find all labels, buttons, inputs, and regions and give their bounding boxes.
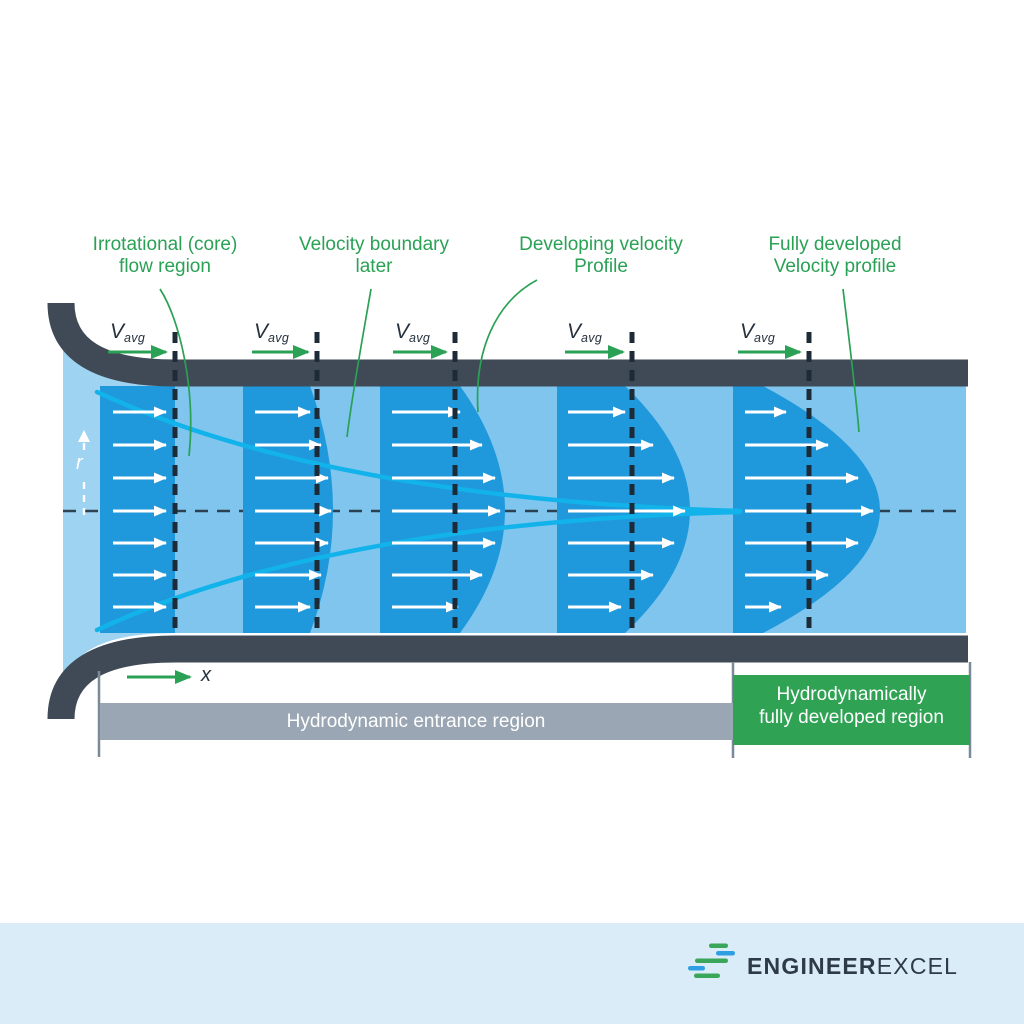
engineerexcel-wordmark: ENGINEEREXCEL xyxy=(747,953,958,980)
callout-irrotational-core-flow-region: Irrotational (core) flow region xyxy=(93,234,238,278)
velocity-arrows xyxy=(113,406,874,613)
vavg-label-3: Vavg xyxy=(395,320,430,345)
footer-band xyxy=(0,923,1024,1024)
callout-line: Fully developed xyxy=(768,234,902,255)
callout-fully-developed-velocity-profile: Fully developed Velocity profile xyxy=(768,234,901,278)
entrance-region-bar xyxy=(100,703,733,740)
developed-region-bar xyxy=(733,675,970,745)
leader-developing-profile xyxy=(476,279,538,413)
vavg-subscript: avg xyxy=(581,331,603,345)
pipe-wall-bottom xyxy=(47,635,968,720)
pipe-wall-top xyxy=(47,302,968,387)
leader-developed-profile xyxy=(842,288,860,433)
callout-line: Profile xyxy=(574,256,628,277)
vavg-label-2: Vavg xyxy=(254,320,289,345)
callout-line: Velocity profile xyxy=(773,256,897,277)
vavg-subscript: avg xyxy=(268,331,290,345)
vavg-symbol: V xyxy=(110,320,125,343)
leader-irrotational-core xyxy=(159,288,192,457)
callout-line: Irrotational (core) xyxy=(92,234,238,255)
vavg-label-4: Vavg xyxy=(567,320,602,345)
entrance-region-label: Hydrodynamic entrance region xyxy=(286,711,546,732)
vavg-symbol: V xyxy=(740,320,755,343)
vavg-symbol: V xyxy=(395,320,410,343)
brand-primary: ENGINEER xyxy=(747,953,877,979)
r-axis-label: r xyxy=(76,452,83,474)
vavg-subscript: avg xyxy=(409,331,431,345)
vavg-subscript: avg xyxy=(754,331,776,345)
developed-region-line2: fully developed region xyxy=(759,707,944,728)
callout-line: Velocity boundary xyxy=(299,234,449,255)
vavg-label-5: Vavg xyxy=(740,320,775,345)
inlet-fluid-region xyxy=(63,322,173,698)
callout-developing-velocity-profile: Developing velocity Profile xyxy=(519,234,683,278)
engineerexcel-logo-icon xyxy=(688,943,735,978)
leader-velocity-boundary xyxy=(346,288,372,438)
developed-region-line1: Hydrodynamically xyxy=(776,684,927,705)
brand-secondary: EXCEL xyxy=(876,953,959,979)
developed-region-label: Hydrodynamically fully developed region xyxy=(733,683,970,729)
callout-line: later xyxy=(355,256,393,277)
vavg-label-1: Vavg xyxy=(110,320,145,345)
x-axis-label: x xyxy=(201,664,211,686)
callout-line: Developing velocity xyxy=(519,234,683,255)
vavg-symbol: V xyxy=(254,320,269,343)
vavg-subscript: avg xyxy=(124,331,146,345)
callout-line: flow region xyxy=(119,256,211,277)
callout-velocity-boundary-layer: Velocity boundary later xyxy=(299,234,449,278)
vavg-symbol: V xyxy=(567,320,582,343)
